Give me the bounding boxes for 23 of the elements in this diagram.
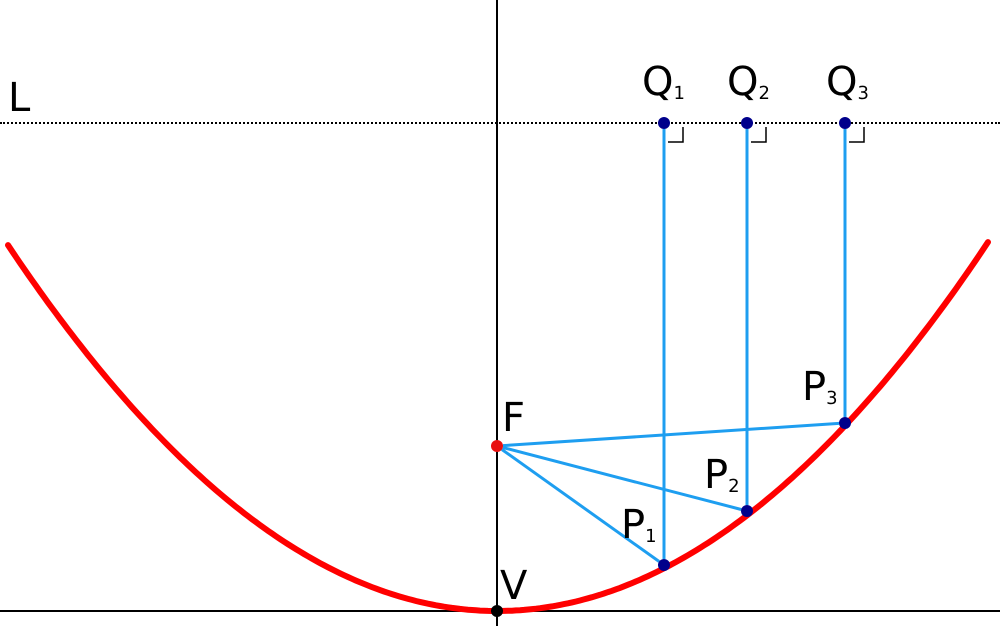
connector-line [501,448,660,563]
point-dot [741,117,753,129]
point-dot [839,117,851,129]
point-label: Q$_{2}$ [727,62,770,102]
point-label: Q$_{1}$ [642,62,685,102]
connector-line [502,446,742,511]
point-dot [491,440,503,452]
point-dot [741,505,753,517]
point-dot [658,559,670,571]
point-label: Q$_{3}$ [826,62,869,102]
point-dot [658,117,670,129]
connector-line [844,129,846,417]
point-label: L [8,78,30,118]
point-label: P$_{3}$ [802,367,838,407]
point-label: P$_{1}$ [621,505,657,545]
point-dot [491,605,503,617]
point-dot [839,417,851,429]
connector-line [746,129,748,505]
point-label: P$_{2}$ [704,455,740,495]
point-label: F [502,398,526,438]
point-label: V [500,566,528,606]
connector-line [502,422,840,448]
connector-line [662,129,666,559]
